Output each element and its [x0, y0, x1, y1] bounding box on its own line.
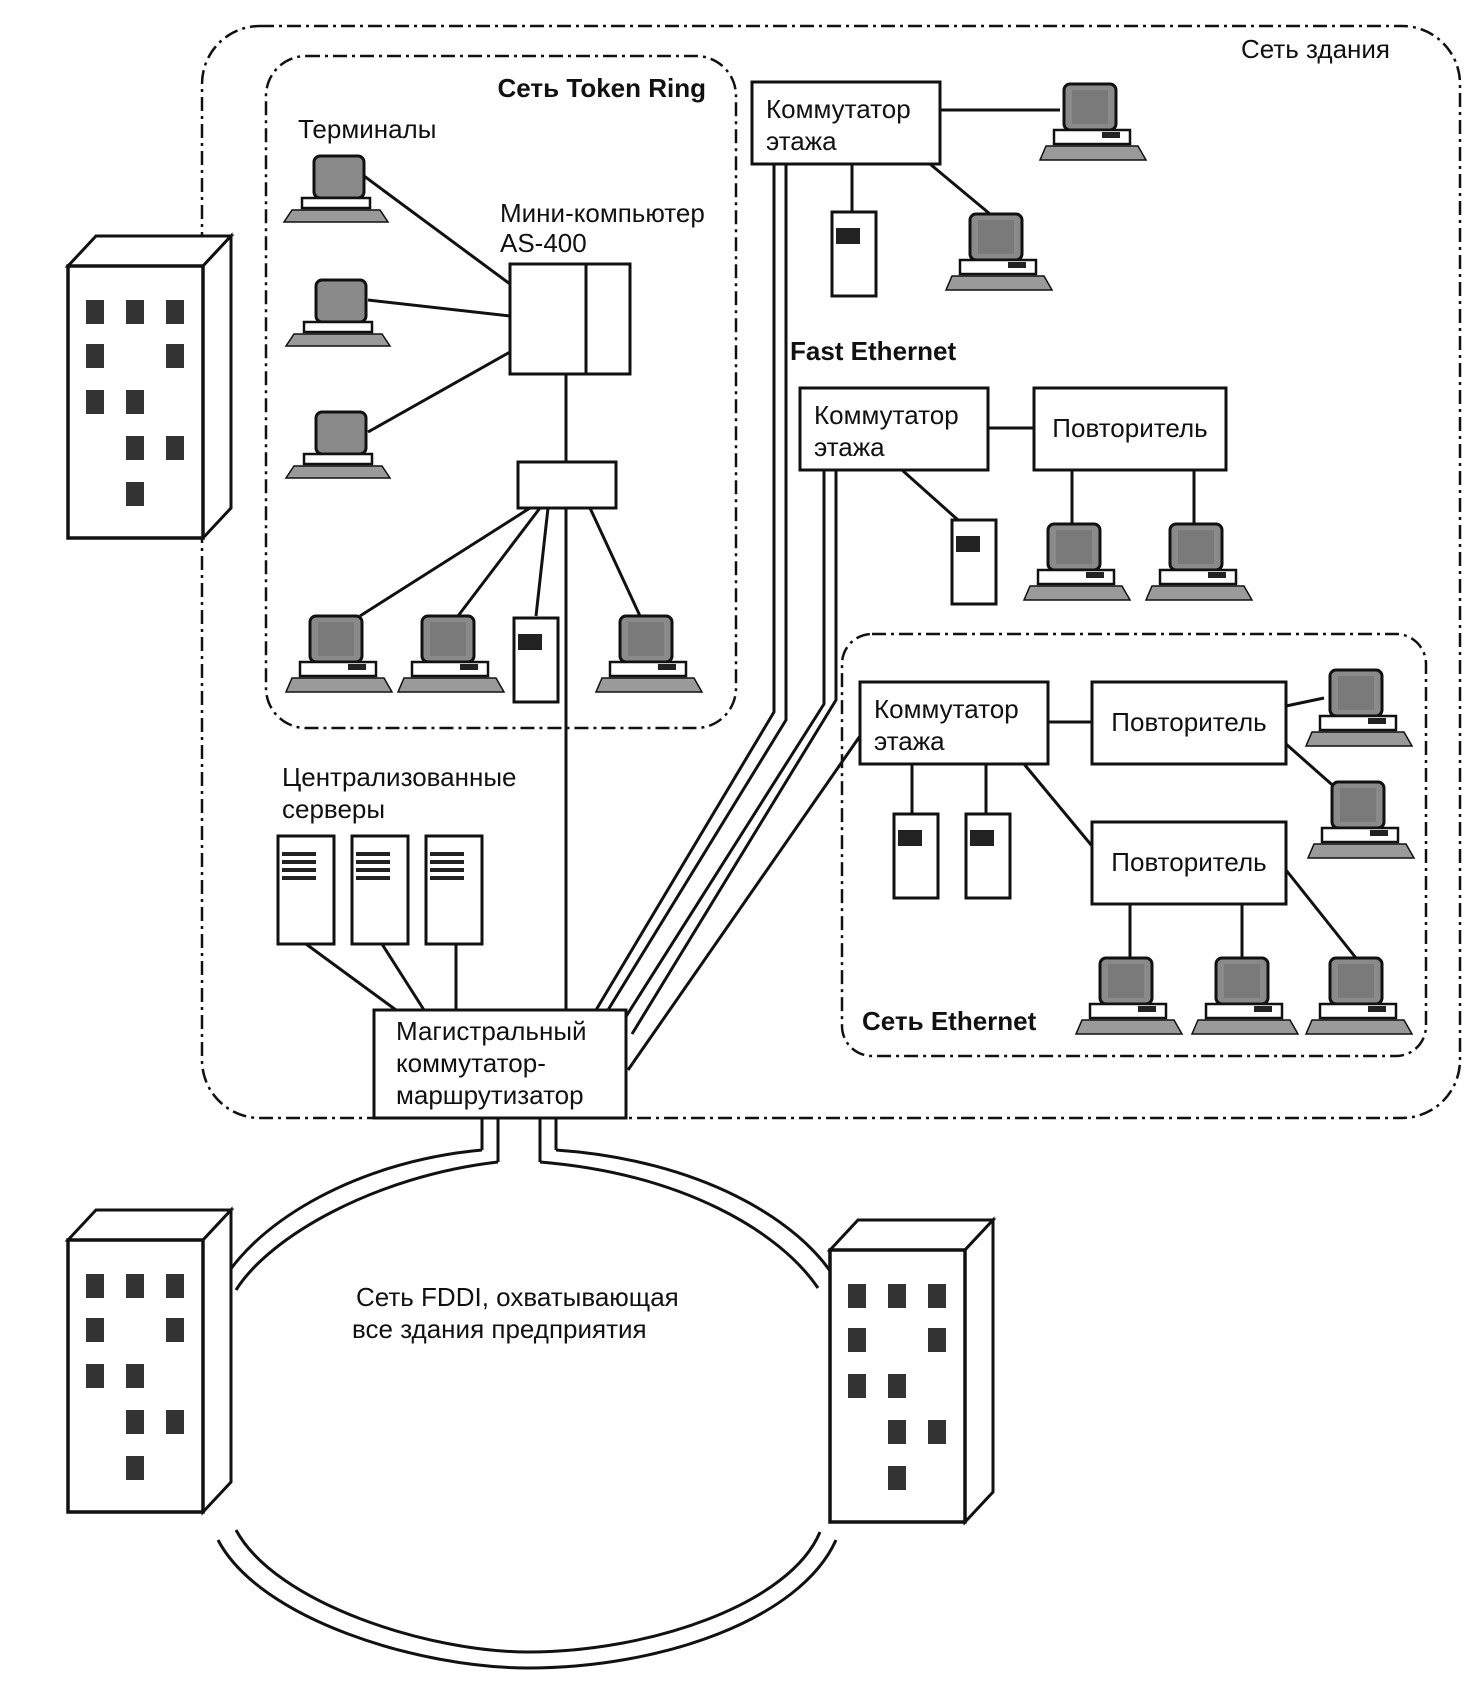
terminal-icon	[284, 278, 392, 348]
workstation-icon	[396, 614, 506, 694]
server-icon	[512, 616, 560, 704]
server-icon	[424, 834, 484, 946]
svg-text:коммутатор-: коммутатор-	[396, 1048, 546, 1078]
workstation-icon	[1306, 780, 1416, 860]
server-icon	[350, 834, 410, 946]
server-icon	[964, 812, 1012, 900]
workstation-icon	[1144, 522, 1254, 602]
building-icon	[66, 234, 233, 540]
ethernet-zone	[840, 632, 1428, 1058]
terminal-icon	[284, 410, 392, 480]
fddi-label: Сеть FDDI, охватывающая	[356, 1282, 679, 1312]
server-icon	[276, 834, 336, 946]
workstation-icon	[1038, 82, 1148, 162]
svg-text:этажа: этажа	[766, 126, 837, 156]
svg-text:Повторитель: Повторитель	[1111, 707, 1266, 737]
fddi-ring	[216, 1118, 838, 1670]
token-ring-zone	[264, 54, 738, 730]
svg-text:этажа: этажа	[814, 432, 885, 462]
building-icon	[66, 1208, 233, 1514]
workstation-icon	[1190, 956, 1300, 1036]
backbone-switch-router: Магистральный коммутатор- маршрутизатор	[372, 1008, 628, 1120]
fast-ethernet-label: Fast Ethernet	[790, 336, 956, 366]
building-network-zone	[200, 24, 1462, 1120]
svg-text:Повторитель: Повторитель	[1111, 847, 1266, 877]
svg-text:Коммутатор: Коммутатор	[766, 94, 911, 124]
terminal-icon	[282, 154, 390, 224]
workstation-icon	[1304, 956, 1414, 1036]
token-ring-label: Сеть Token Ring	[498, 73, 706, 103]
terminals-label-text: Терминалы	[298, 114, 436, 144]
svg-text:маршрутизатор: маршрутизатор	[396, 1080, 584, 1110]
minicomputer-label: Мини-компьютер	[500, 198, 705, 228]
server-icon	[830, 210, 878, 298]
repeater-ethernet-top: Повторитель	[1090, 680, 1288, 766]
workstation-icon	[1022, 522, 1132, 602]
floor-switch-fast-ethernet: Коммутатор этажа	[798, 386, 990, 472]
workstation-icon	[284, 614, 394, 694]
workstation-icon	[1304, 668, 1414, 748]
central-servers-label-2: серверы	[282, 794, 385, 824]
building-icon	[828, 1218, 995, 1524]
workstation-icon	[944, 212, 1054, 292]
repeater-fast-ethernet: Повторитель	[1032, 386, 1228, 472]
minicomputer-icon	[508, 262, 632, 376]
floor-switch-ethernet: Коммутатор этажа	[858, 680, 1050, 766]
server-icon	[950, 518, 998, 606]
building-network-label: Сеть здания	[1241, 34, 1390, 64]
floor-switch-top: Коммутатор этажа	[750, 80, 942, 166]
svg-text:Повторитель: Повторитель	[1052, 413, 1207, 443]
repeater-ethernet-bottom: Повторитель	[1090, 820, 1288, 906]
svg-text:Коммутатор: Коммутатор	[814, 400, 959, 430]
svg-text:этажа: этажа	[874, 726, 945, 756]
svg-text:Магистральный: Магистральный	[396, 1016, 587, 1046]
ethernet-label: Сеть Ethernet	[862, 1006, 1037, 1036]
workstation-icon	[1074, 956, 1184, 1036]
minicomputer-model-label: AS-400	[500, 228, 587, 258]
token-ring-hub	[516, 460, 618, 510]
server-icon	[892, 812, 940, 900]
svg-text:Коммутатор: Коммутатор	[874, 694, 1019, 724]
central-servers-label: Централизованные	[282, 762, 517, 792]
workstation-icon	[594, 614, 704, 694]
fddi-label-2: все здания предприятия	[352, 1314, 647, 1344]
